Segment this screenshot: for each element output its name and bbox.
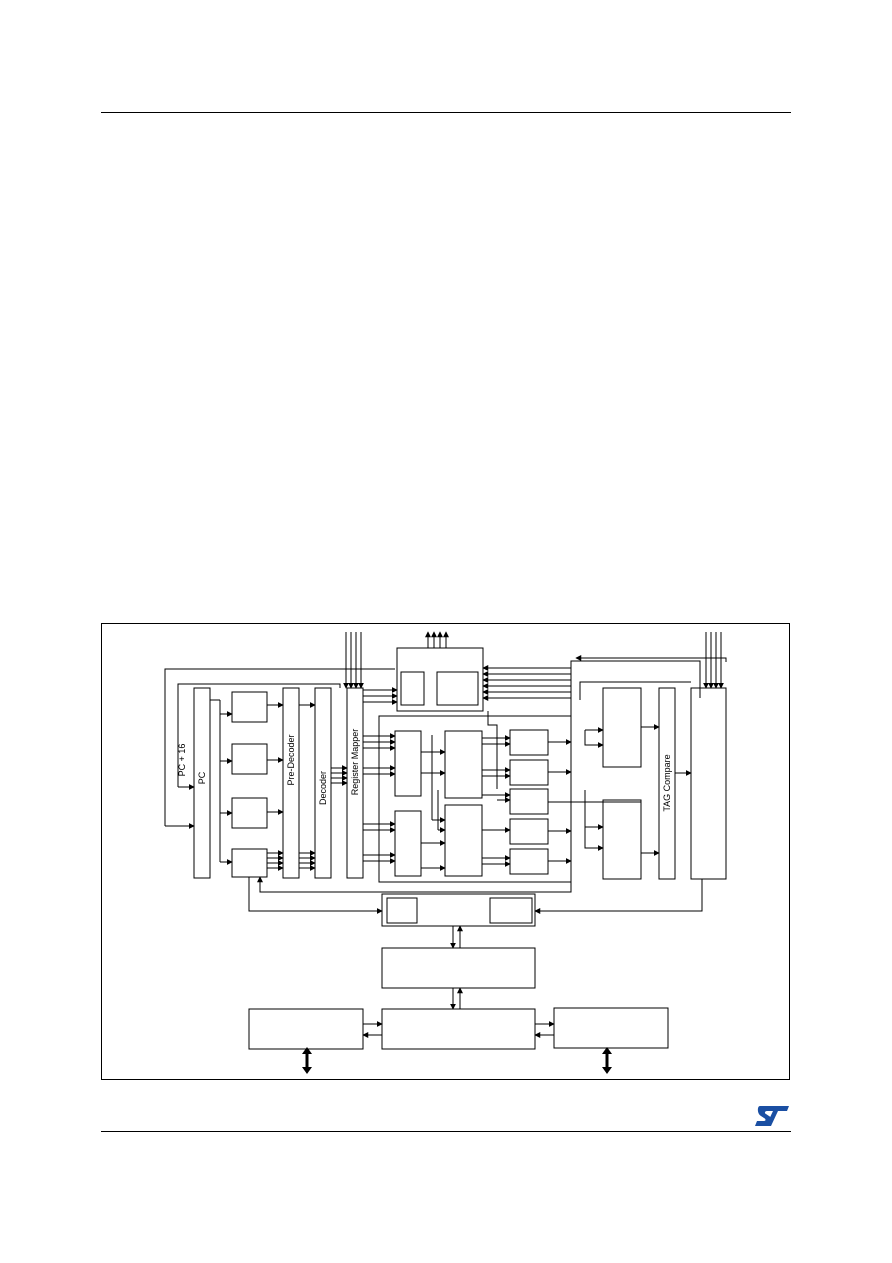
figure-frame <box>101 623 790 1080</box>
middle-controller-block <box>381 947 536 989</box>
bottom-left-block <box>248 1008 364 1050</box>
register-mapper-label: Register Mapper <box>350 729 360 796</box>
fetch-box-1 <box>231 691 268 723</box>
header-rule <box>101 112 791 113</box>
top-block <box>396 647 484 712</box>
tag-compare-block <box>658 687 676 880</box>
cache-block-2 <box>602 799 642 880</box>
pc-block <box>193 687 211 879</box>
external-port-left <box>302 1047 312 1074</box>
fetch-box-4 <box>231 848 268 878</box>
right-tall-block <box>690 687 727 880</box>
bus-inner-right <box>489 897 533 924</box>
st-logo <box>755 1106 789 1126</box>
unit-1 <box>509 729 549 756</box>
pre-decoder-label: Pre-Decoder <box>286 734 296 785</box>
bottom-center-block <box>381 1008 536 1050</box>
issue-queue-1 <box>394 730 422 797</box>
unit-4 <box>509 818 549 845</box>
pc-label: PC <box>197 771 207 784</box>
register-file-2 <box>444 804 483 877</box>
issue-queue-2 <box>394 810 422 877</box>
fetch-box-2 <box>231 743 268 775</box>
cache-block-1 <box>602 687 642 768</box>
bus-inner-left <box>386 897 418 924</box>
external-port-right <box>602 1047 612 1074</box>
tag-compare-label: TAG Compare <box>662 754 672 811</box>
bottom-right-block <box>553 1007 669 1049</box>
execution-area <box>378 715 572 883</box>
unit-5 <box>509 848 549 875</box>
fetch-box-3 <box>231 797 268 829</box>
top-inner-right <box>436 671 479 706</box>
bus-interface-block <box>381 893 536 927</box>
unit-3 <box>509 788 549 815</box>
top-inner-left <box>400 671 425 706</box>
register-file-1 <box>444 730 483 799</box>
pre-decoder-block <box>282 687 300 879</box>
footer-rule <box>101 1131 791 1132</box>
decoder-label: Decoder <box>318 771 328 805</box>
pc-plus-16-label: PC + 16 <box>177 744 187 777</box>
unit-2 <box>509 759 549 786</box>
